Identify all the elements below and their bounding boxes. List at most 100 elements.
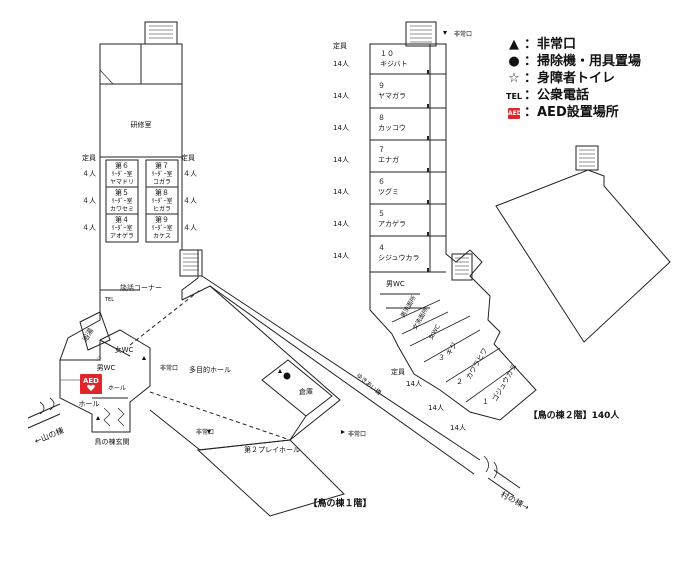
legend-aed-label: ：AED設置場所: [524, 105, 619, 120]
capacity-label-f2: 定員: [333, 41, 347, 50]
legend-cleaning-label: ：掃除機・用具置場: [524, 54, 642, 69]
room-type: ﾘｰﾀﾞｰ室: [151, 224, 172, 232]
room-num: １０: [380, 50, 394, 58]
room-name: カワセミ: [110, 206, 134, 213]
phone-icon: TEL: [506, 92, 523, 101]
room-num: 第９: [155, 215, 169, 224]
floor1-title: 【鳥の棟１階】: [308, 497, 371, 509]
cleaning-dot-icon: [283, 372, 291, 380]
multipurpose-label: 多目的ホール: [189, 365, 231, 374]
room-num: ６: [378, 178, 385, 186]
room-type: ﾘｰﾀﾞｰ室: [151, 197, 172, 205]
capacity-label-f2-lower: 定員: [391, 367, 405, 376]
room-cap: 14人: [406, 380, 422, 388]
mens-wc-label-f2: 男WC: [386, 280, 405, 288]
room-num: 第４: [115, 215, 129, 224]
emergency-exit-label: 非常口: [348, 430, 366, 438]
capacity-label-left: 定員: [82, 153, 96, 162]
legend-cleaning: ●：掃除機・用具置場: [506, 50, 641, 69]
room-name: カッコウ: [378, 124, 406, 132]
exit-triangle-icon: [341, 430, 345, 434]
room-name: ヤマガラ: [378, 91, 406, 100]
f2-outline: [369, 43, 537, 421]
mountain-link-label: ←山の棟: [33, 425, 65, 446]
room-name: ヤマドリ: [110, 179, 134, 186]
legend-aed: AED：AED設置場所: [506, 101, 619, 120]
room-num: ４: [378, 244, 385, 252]
room-cap: ４人: [82, 224, 96, 232]
exit-triangle-icon: ▲: [509, 37, 519, 52]
room-num: １: [482, 398, 489, 406]
emergency-exit-label-f2: 非常口: [454, 30, 472, 38]
phone-icon: TEL: [104, 297, 114, 303]
exit-triangle-icon: [443, 31, 447, 35]
f1-main-outline: [59, 84, 199, 361]
room-num: ２: [456, 378, 463, 386]
room-cap: ４人: [82, 170, 96, 178]
emergency-exit-markers: [96, 31, 447, 434]
aed-icon: AED: [508, 108, 522, 119]
room-num: ３: [438, 354, 445, 362]
room-cap: 14人: [428, 404, 444, 412]
stairs-lounge: [179, 249, 203, 277]
room-num: 第７: [155, 161, 169, 170]
bath-room: [79, 311, 111, 351]
room-num: ９: [378, 82, 385, 90]
stairs-top-f1: [144, 21, 178, 45]
legend-exit-label: ：非常口: [524, 37, 577, 52]
room-cap: 14人: [333, 156, 349, 164]
mens-wc-label: 男WC: [97, 364, 116, 372]
room-num: 第８: [155, 188, 169, 197]
room-num: ７: [378, 146, 385, 154]
accessible-star-icon: ☆: [508, 71, 520, 86]
corridor-bridge: [201, 275, 481, 475]
leader-rooms-left: [105, 159, 139, 243]
capacity-label-right: 定員: [181, 153, 195, 162]
room-num: ５: [378, 210, 385, 218]
entrance-label: 鳥の棟玄関: [95, 437, 130, 446]
play-hall-label: 第２プレイホール: [244, 445, 300, 454]
stairs-top-f2: [405, 21, 437, 47]
hall-label-2: ホール: [108, 385, 126, 392]
exit-triangle-icon: [278, 369, 282, 373]
room-type: ﾘｰﾀﾞｰ室: [111, 170, 132, 178]
room-name: カケス: [153, 233, 171, 240]
room-name: キジバト: [380, 60, 408, 68]
room-cap: 14人: [333, 124, 349, 132]
stairs-f2-lower: [451, 253, 473, 281]
womens-wc-label-f2: 女WC: [427, 323, 442, 341]
room-num: ８: [378, 114, 385, 122]
multipurpose-hall: [149, 285, 341, 451]
lounge-label: 談話コーナー: [120, 283, 162, 292]
legend-phone: TEL：公衆電話: [506, 84, 589, 103]
room-name: ツグミ: [378, 187, 399, 196]
aed-label: AED: [83, 377, 99, 385]
room-cap: 14人: [333, 60, 349, 68]
floor2-title: 【鳥の棟２階】140人: [529, 409, 621, 421]
corridor-label: ゆきあい橋: [355, 371, 383, 396]
womens-wash-label: 女洗面所: [411, 306, 430, 331]
room-type: ﾘｰﾀﾞｰ室: [111, 224, 132, 232]
room-cap: 14人: [333, 188, 349, 196]
room-cap: 14人: [333, 252, 349, 260]
emergency-exit-label: 非常口: [196, 428, 214, 436]
room-name: シジュウカラ: [378, 254, 420, 262]
f2-room-dividers: [370, 44, 446, 273]
legend-accessible: ☆ ：身障者トイレ: [506, 67, 615, 86]
room-name: ゴジュウカラ: [490, 363, 519, 403]
exit-triangle-icon: [96, 416, 100, 420]
accessible-star-icon: ☆: [96, 355, 102, 363]
room-name: アオゲラ: [110, 232, 134, 240]
room-type: ﾘｰﾀﾞｰ室: [151, 170, 172, 178]
room-cap: 14人: [450, 424, 466, 432]
wc-hall-cluster: [59, 329, 151, 433]
room-cap: ４人: [82, 197, 96, 205]
mens-wash-label: 男洗面所: [399, 294, 418, 319]
exit-triangle-icon: [207, 430, 211, 434]
legend-accessible-label: ：身障者トイレ: [524, 71, 616, 86]
exit-triangle-icon: [142, 356, 146, 360]
aed-marker: AED: [80, 374, 102, 394]
room-name: ヒガラ: [153, 205, 171, 213]
womens-wc-label: 女WC: [115, 345, 134, 354]
